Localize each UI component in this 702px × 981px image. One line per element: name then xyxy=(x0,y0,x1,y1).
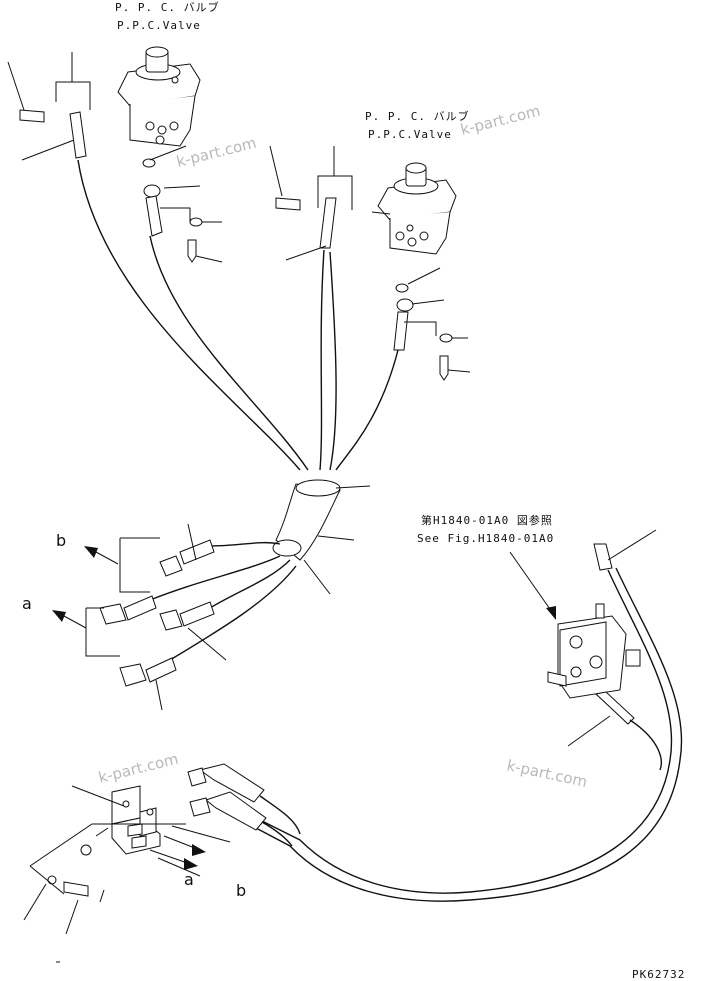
ppc-valve-top-label-jp: P. P. C. バルブ xyxy=(115,0,220,14)
ref-arrow xyxy=(546,606,556,620)
ppc-valve-right xyxy=(377,162,457,255)
hose-end-top xyxy=(145,195,163,237)
bolt-head xyxy=(80,844,92,856)
watermark: k-part.com xyxy=(175,134,259,171)
marker-b-lower: b xyxy=(236,881,246,900)
arrow-b-upper xyxy=(84,546,98,558)
lower-hose-fittings xyxy=(99,539,297,687)
drawing-code: PK62732 xyxy=(632,968,685,981)
arrow-a-upper xyxy=(52,610,66,622)
elbow-mid xyxy=(275,197,301,211)
ppc-valve-right-label-jp: P. P. C. バルブ xyxy=(365,109,470,123)
marker-a-upper: a xyxy=(22,594,32,613)
arrow-a-lower xyxy=(184,858,198,870)
ppc-valve-top-label-en: P.P.C.Valve xyxy=(117,19,201,32)
plug-right xyxy=(439,355,449,381)
elbow-left xyxy=(19,109,45,123)
mounting-bracket xyxy=(111,785,161,855)
oring-top-2 xyxy=(189,217,203,227)
hose-end-mid xyxy=(319,197,337,249)
arrow-b-upper-line xyxy=(95,551,119,565)
plug-top xyxy=(187,239,197,263)
oring-top xyxy=(142,158,156,168)
bottom-fittings xyxy=(187,763,301,847)
reference-label-en: See Fig.H1840-01A0 xyxy=(417,532,554,545)
watermark: k-part.com xyxy=(459,102,543,139)
hose-end-right xyxy=(393,311,409,351)
swivel-top xyxy=(143,184,161,198)
washer xyxy=(47,875,57,885)
ppc-valve-top xyxy=(117,46,201,147)
ppc-valve-right-label-en: P.P.C.Valve xyxy=(368,128,452,141)
hose-end-left xyxy=(69,111,87,159)
oring-right xyxy=(395,283,409,293)
marker-b-upper: b xyxy=(56,531,66,550)
hose-bundle xyxy=(77,159,399,471)
reference-label-jp: 第H1840-01A0 図参照 xyxy=(421,513,553,527)
arrow-b-lower xyxy=(192,844,206,856)
right-return-hose xyxy=(259,569,673,894)
watermark: k-part.com xyxy=(505,756,589,791)
bolt xyxy=(63,881,89,897)
swivel-right xyxy=(396,298,414,312)
control-valve-ref xyxy=(547,543,641,725)
marker-a-lower: a xyxy=(184,870,194,889)
oring-right-2 xyxy=(439,333,453,343)
watermark: k-part.com xyxy=(97,750,181,787)
